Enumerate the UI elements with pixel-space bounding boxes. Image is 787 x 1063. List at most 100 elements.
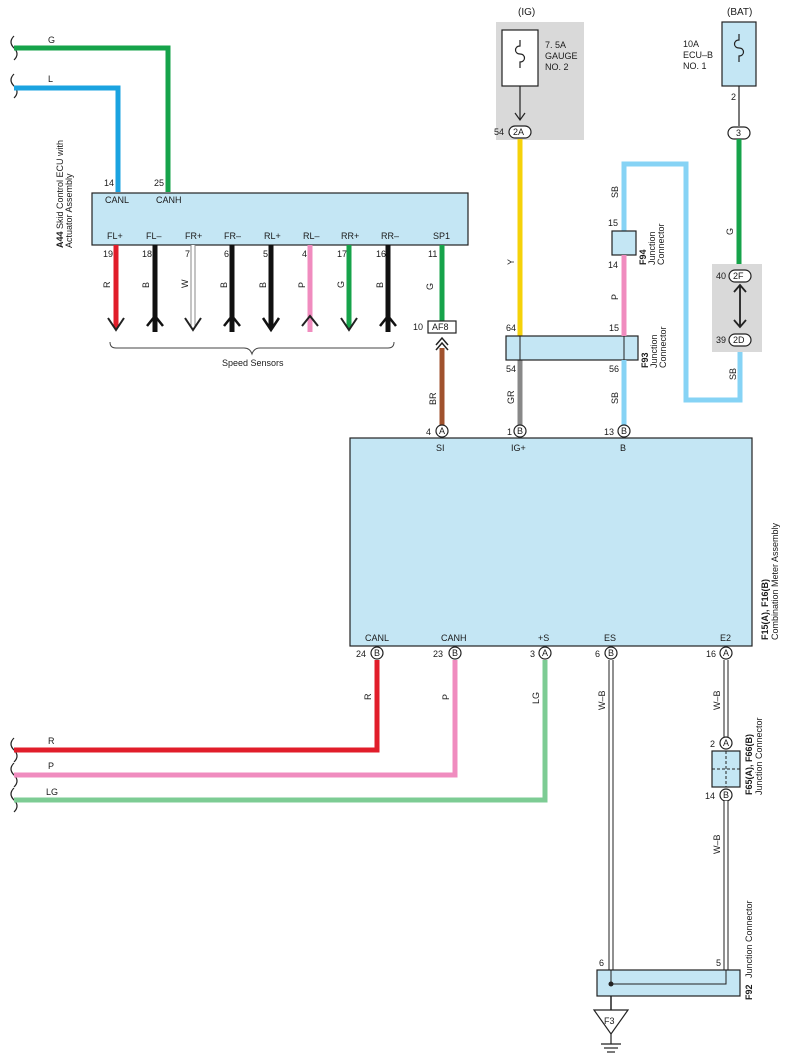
wire-label-l: L [48,74,53,84]
svg-text:B: B [608,648,614,658]
svg-text:ES: ES [604,633,616,643]
svg-text:14: 14 [608,260,618,270]
svg-text:G: G [725,228,735,235]
svg-text:Junction: Junction [649,334,659,368]
pin-label-canl: CANL [105,195,129,205]
svg-text:F3: F3 [604,1016,615,1026]
f92-code: F92 [744,984,754,1000]
speed-sensor-bracket [109,341,395,356]
svg-text:RR–: RR– [381,231,399,241]
double-arrow-icon [733,283,747,329]
ecu-name1: Skid Control ECU with [55,140,65,229]
svg-text:5: 5 [716,958,721,968]
svg-text:CANL: CANL [365,633,389,643]
svg-text:4: 4 [426,427,431,437]
pin-label-canh: CANH [156,195,182,205]
junction-f93: 64 15 54 56 F93 Junction Connector [505,323,668,374]
svg-text:G: G [336,281,346,288]
svg-text:G: G [425,283,435,290]
svg-text:FL–: FL– [146,231,162,241]
double-arrow-icon [435,336,449,351]
svg-text:B: B [621,426,627,436]
svg-text:64: 64 [506,323,516,333]
svg-text:E2: E2 [720,633,731,643]
svg-text:P: P [610,294,620,300]
meter-code: F15(A), F16(B) [760,579,770,640]
svg-text:7: 7 [185,249,190,259]
svg-text:13: 13 [604,427,614,437]
svg-text:1: 1 [507,427,512,437]
conn-af8-box [427,320,457,334]
svg-text:RL–: RL– [303,231,320,241]
svg-text:6: 6 [224,249,229,259]
svg-text:Y: Y [506,259,516,265]
svg-text:FR+: FR+ [185,231,202,241]
speed-sensors-label: Speed Sensors [222,358,284,368]
svg-text:11: 11 [428,249,437,259]
svg-text:BR: BR [428,392,438,405]
svg-text:FR–: FR– [224,231,241,241]
combination-meter: 4 A SI 1 B IG+ 13 B B CANL CANH +S ES E2… [349,424,780,660]
arrow-up-icon [223,313,241,327]
svg-text:2: 2 [710,739,715,749]
svg-text:P: P [441,694,451,700]
fuse-ig-group: (IG) 7. 5A GAUGE NO. 2 2A 54 [494,7,584,140]
speed-sensor-wires: R B W B B P G B G Speed Sensors [102,245,435,368]
svg-text:23: 23 [433,649,443,659]
conn-2a: 2A [513,127,524,137]
sp1-circuit: AF8 10 BR [413,245,457,426]
fuse-symbol-icon [733,34,745,62]
f94-code: F94 [638,249,648,265]
junction-f92: 6 5 F92 Junction Connector [596,900,754,1010]
svg-text:P: P [297,282,307,288]
svg-text:GR: GR [506,390,516,404]
f65-name: Junction Connector [754,717,764,795]
svg-text:B: B [452,648,458,658]
svg-text:FL+: FL+ [107,231,123,241]
fuse-bat-group: (BAT) 10A ECU–B NO. 1 2 3 [683,7,757,140]
svg-text:Junction: Junction [647,231,657,265]
svg-text:+S: +S [538,633,549,643]
svg-text:LG: LG [46,787,58,797]
ecu-code: A44 [55,231,65,248]
svg-text:2D: 2D [733,335,745,345]
svg-text:6: 6 [595,649,600,659]
fuse-bat-supply: (BAT) [727,7,752,18]
svg-text:B: B [517,426,523,436]
svg-text:A: A [723,738,729,748]
ig-circuit: Y GR [506,139,523,426]
svg-text:RR+: RR+ [341,231,359,241]
svg-text:14: 14 [104,178,114,188]
svg-text:17: 17 [337,249,347,259]
ground-f3: F3 [592,1009,630,1053]
svg-text:B: B [219,282,229,288]
fuse-ig-rating: 7. 5A [545,40,566,50]
input-wires-top: G L [10,35,171,192]
svg-text:B: B [374,648,380,658]
conn-3: 3 [736,128,741,138]
ground-wires: W–B W–B A 2 B 14 F65(A), F66(B) Junction… [597,660,764,984]
pin-label-si: SI [436,443,445,453]
pin-label-b: B [620,443,626,453]
ground-triangle-icon [592,1009,630,1036]
fuse-ig-supply: (IG) [518,7,535,18]
svg-text:SB: SB [610,186,620,198]
fuse-bat-name2: NO. 1 [683,61,707,71]
svg-text:3: 3 [530,649,535,659]
f65-code: F65(A), F66(B) [744,734,754,795]
meter-name: Combination Meter Assembly [770,522,780,640]
skid-control-ecu: 14 25 CANL CANH A44 Skid Control ECU wit… [55,140,469,248]
svg-text:W–B: W–B [712,690,722,710]
svg-text:15: 15 [609,323,619,333]
svg-text:LG: LG [531,692,541,704]
svg-text:16: 16 [706,649,716,659]
svg-text:R: R [48,736,55,746]
arrow-up-icon [301,314,319,327]
arrow-down-icon [184,317,202,332]
arrow-down-icon [340,317,358,332]
svg-text:16: 16 [376,249,386,259]
svg-text:RL+: RL+ [264,231,281,241]
svg-text:Connector: Connector [656,223,666,265]
svg-text:A: A [439,426,445,436]
svg-text:W–B: W–B [597,690,607,710]
